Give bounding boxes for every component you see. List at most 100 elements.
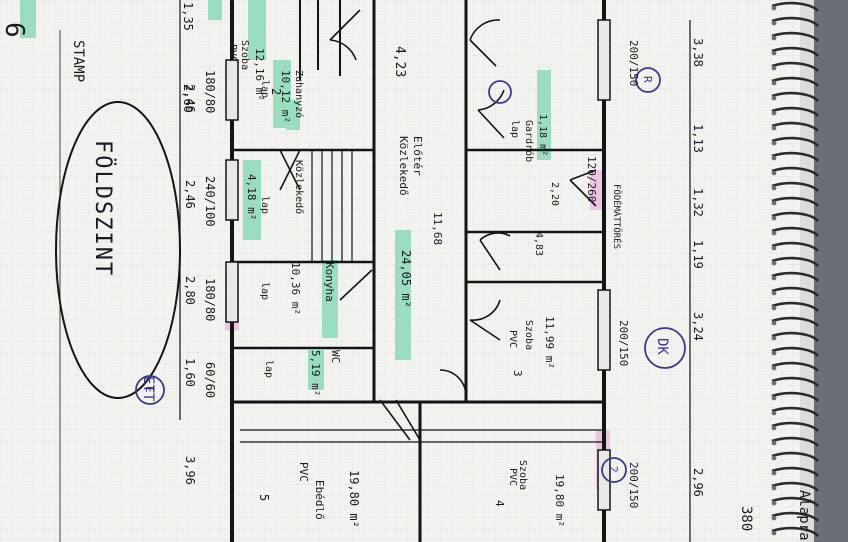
spiral-loop (771, 151, 819, 162)
spiral-hole (771, 35, 777, 41)
spiral-hole (771, 320, 777, 326)
tl-2: 2,60 (181, 84, 195, 113)
spiral-binding (771, 1, 819, 537)
right-area1: 11,99 m² (543, 316, 556, 369)
spiral-loop (771, 76, 819, 87)
left-dims-3: 240/100 (203, 176, 217, 227)
tl-6: 6 (0, 22, 29, 38)
spiral-loop (771, 241, 819, 252)
center-4: 11,68 (431, 212, 444, 245)
top-mid: 120/260 (585, 156, 598, 202)
room-5-name: WC (329, 350, 342, 363)
center-2: Közlekedő (397, 136, 410, 196)
spiral-loop (771, 421, 819, 432)
spiral-loop (771, 46, 819, 57)
top-d2: 4,83 (533, 232, 544, 256)
right-6: 3,24 (691, 312, 705, 341)
right-name1: Szoba (523, 320, 534, 350)
spiral-hole (771, 305, 777, 311)
right-9: 200/150 (627, 462, 640, 508)
spiral-loop (771, 226, 819, 237)
spiral-hole (771, 215, 777, 221)
spiral-loop (771, 106, 819, 117)
spiral-loop (771, 451, 819, 462)
spiral-loop (771, 121, 819, 132)
circle-R: R (641, 76, 654, 83)
spiral-hole (771, 155, 777, 161)
circle-2: 2 (607, 466, 620, 473)
room-6-name: Ebédlő (313, 480, 326, 520)
spiral-hole (771, 515, 777, 521)
spiral-loop (771, 166, 819, 177)
spiral-loop (771, 376, 819, 387)
bottom-text: Alaprajz (796, 490, 812, 542)
spiral-loop (771, 1, 819, 12)
top-small: 1,18 m² (537, 114, 548, 156)
spiral-loop (771, 526, 819, 537)
room-3-name: Közlekedő (293, 160, 305, 214)
spiral-hole (771, 65, 777, 71)
spiral-hole (771, 425, 777, 431)
tl-stamp: STAMP (70, 40, 86, 82)
room-1-floor: PVC (227, 44, 238, 62)
right-floor1: PVC (507, 330, 518, 348)
right-area2: 19,80 m² (553, 474, 566, 527)
spiral-loop (771, 61, 819, 72)
left-label: FÖLDSZINT (90, 140, 116, 277)
right-4: 1,32 (691, 188, 705, 217)
window-marks (225, 19, 611, 511)
spiral-loop (771, 346, 819, 357)
top-d1: 2,20 (549, 182, 560, 206)
room-5-area: 5,19 m² (309, 350, 322, 396)
right-10: 380 (738, 506, 754, 531)
spiral-loop (771, 361, 819, 372)
spiral-loop (771, 91, 819, 102)
spiral-hole (771, 110, 777, 116)
center-1: Előtér (411, 136, 424, 176)
left-dims-7: 1,60 (183, 358, 197, 387)
stair-hatch (311, 150, 353, 262)
left-dims-4: 2,46 (183, 180, 197, 209)
tl-1: 1,35 (181, 2, 195, 31)
room-6-area: 19,80 m² (347, 470, 361, 528)
spiral-hole (771, 395, 777, 401)
top-small3: lap (509, 120, 520, 138)
room-5-floor: lap (263, 360, 274, 378)
spiral-hole (771, 470, 777, 476)
right-2: 3,38 (691, 38, 705, 67)
room-3-area: 4,18 m² (245, 174, 258, 220)
spiral-hole (771, 140, 777, 146)
room-6-num: 5 (257, 494, 271, 501)
center-3: 24,05 m² (399, 250, 413, 308)
spiral-loop (771, 406, 819, 417)
room-1-area: 12,16 m² (253, 48, 266, 101)
right-8: 200/150 (617, 320, 630, 366)
left-dims-8: 60/60 (203, 362, 217, 398)
spiral-hole (771, 245, 777, 251)
right-num2: 4 (493, 500, 506, 507)
spiral-loop (771, 301, 819, 312)
spiral-hole (771, 230, 777, 236)
spiral-hole (771, 20, 777, 26)
circle-E: E (143, 386, 156, 393)
room-4-floor: lap (259, 282, 270, 300)
left-dims-2: 2,46 (183, 84, 197, 113)
spiral-hole (771, 170, 777, 176)
spiral-hole (771, 185, 777, 191)
left-dims-9: 3,96 (183, 456, 197, 485)
right-7: 2,96 (691, 468, 705, 497)
spiral-hole (771, 440, 777, 446)
spiral-loop (771, 436, 819, 447)
spiral-hole (771, 5, 777, 11)
right-dk: DK (654, 338, 670, 355)
spiral-loop (771, 481, 819, 492)
spiral-hole (771, 95, 777, 101)
spiral-hole (771, 290, 777, 296)
left-dims-6: 2,80 (183, 276, 197, 305)
spiral-hole (771, 335, 777, 341)
green-highlights (20, 0, 551, 390)
room-2-name: Zuhanyzó (293, 70, 305, 118)
left-dims-1: 180/80 (203, 70, 217, 113)
spiral-loop (771, 31, 819, 42)
